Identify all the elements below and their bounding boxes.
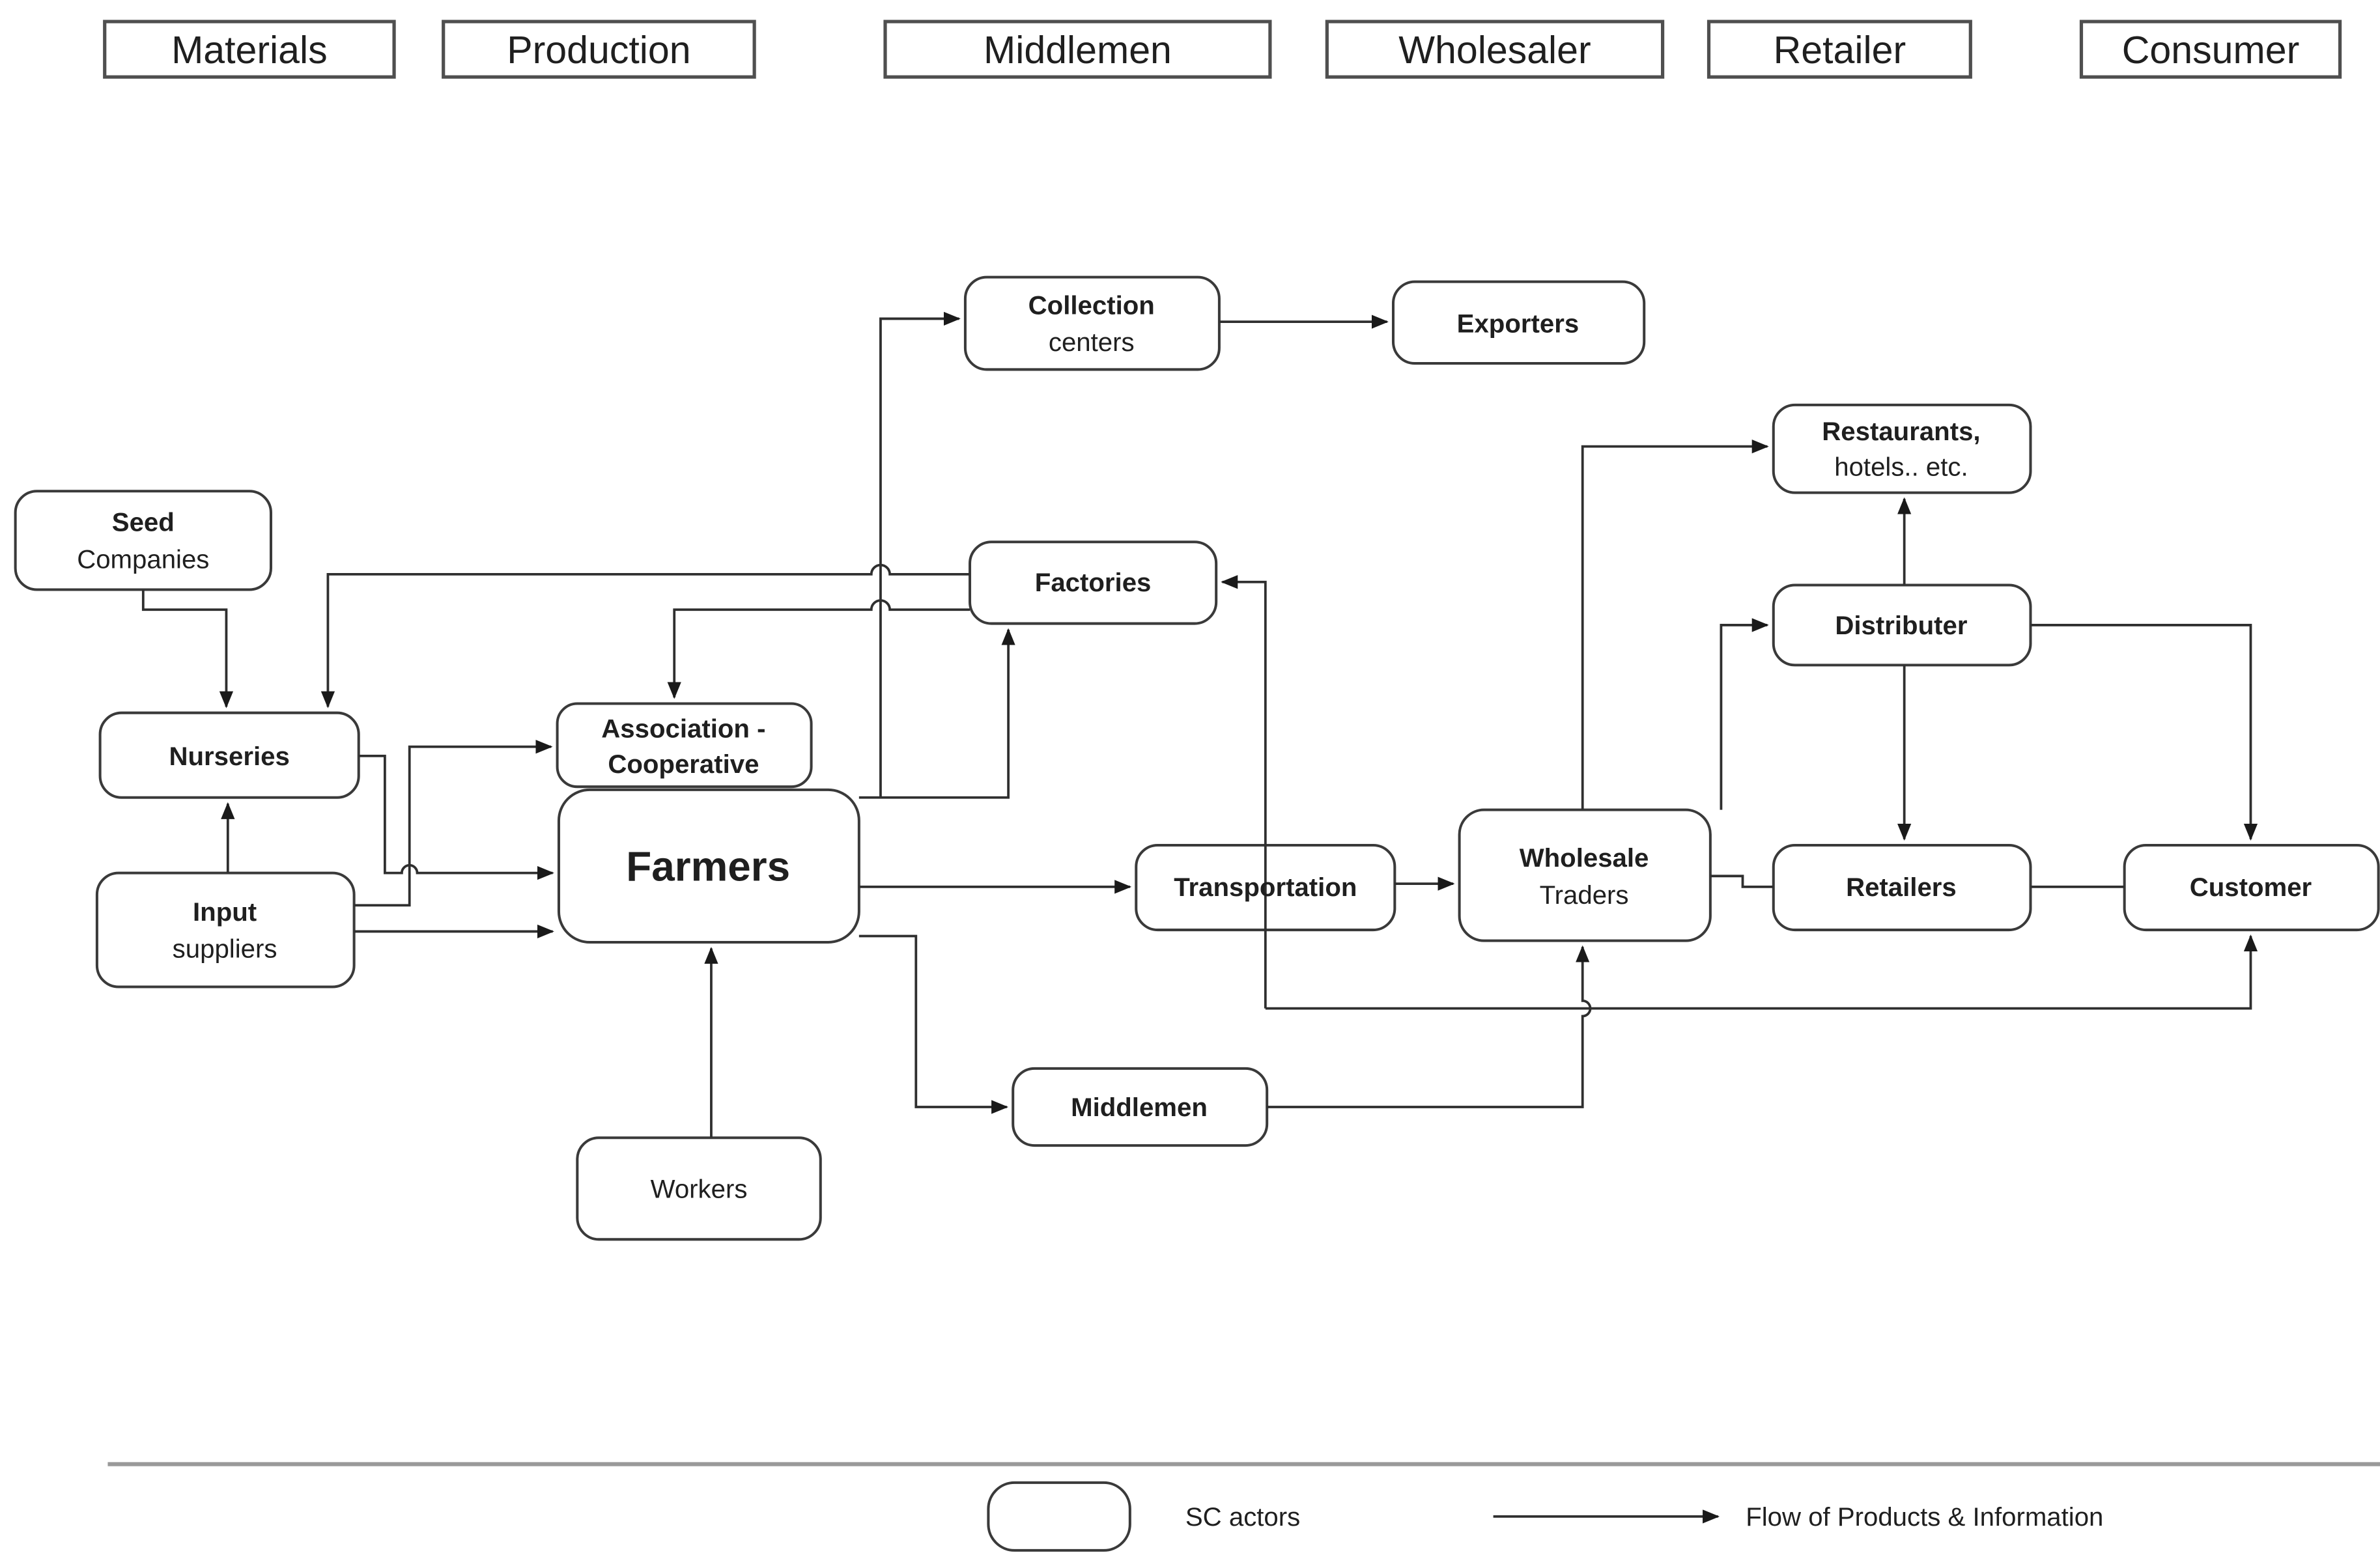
stage-header-middlemen: Middlemen bbox=[883, 20, 1272, 79]
edge-input-to-association bbox=[354, 740, 553, 907]
edge-farmers-to-factories bbox=[858, 628, 1015, 799]
association-label-1: Association - bbox=[601, 714, 765, 744]
stage-header-consumer: Consumer bbox=[2079, 20, 2342, 79]
node-labels: Seed Companies Nurseries Input suppliers… bbox=[77, 290, 2312, 1203]
flow-edges bbox=[141, 311, 2258, 1138]
exporters-label: Exporters bbox=[1457, 309, 1580, 339]
stage-header-production-label: Production bbox=[507, 29, 690, 72]
edge-farmers-to-collection bbox=[879, 311, 961, 798]
distributer-label: Distributer bbox=[1835, 611, 1967, 640]
edge-wholesale-to-distributer bbox=[1720, 618, 1769, 810]
middlemen-label: Middlemen bbox=[1071, 1093, 1208, 1122]
stage-header-materials-label: Materials bbox=[171, 29, 328, 72]
node-exporters bbox=[1391, 280, 1646, 365]
edge-factories-to-nurseries bbox=[320, 563, 970, 708]
input-label-2: suppliers bbox=[173, 934, 277, 964]
stage-header-production: Production bbox=[442, 20, 756, 79]
node-association-cooperative bbox=[556, 702, 813, 789]
edge-middlemen-to-wholesale bbox=[1267, 945, 1592, 1108]
collection-label-1: Collection bbox=[1028, 290, 1155, 320]
edge-factories-to-association bbox=[667, 599, 970, 699]
edge-nurseries-to-farmers bbox=[358, 755, 554, 880]
edge-return-to-customer bbox=[1265, 934, 2258, 1010]
customer-label: Customer bbox=[2190, 873, 2312, 902]
input-label-1: Input bbox=[193, 897, 257, 927]
legend-actors-label: SC actors bbox=[1185, 1502, 1300, 1532]
stage-header-middlemen-label: Middlemen bbox=[984, 29, 1172, 72]
stage-header-wholesaler-label: Wholesaler bbox=[1398, 29, 1591, 72]
node-farmers bbox=[557, 788, 860, 944]
stage-header-consumer-label: Consumer bbox=[2122, 29, 2299, 72]
restaurants-label-1: Restaurants, bbox=[1822, 417, 1980, 446]
node-input-suppliers bbox=[95, 871, 356, 988]
node-collection-centers bbox=[963, 275, 1221, 371]
edge-wholesale-to-retailers bbox=[1710, 875, 1774, 888]
node-factories bbox=[969, 540, 1218, 625]
node-wholesale-traders bbox=[1458, 808, 1712, 942]
association-label-2: Cooperative bbox=[608, 749, 759, 779]
node-restaurants-hotels bbox=[1772, 403, 2032, 494]
edge-wholesale-to-restaurants bbox=[1581, 440, 1769, 810]
legend-actor-shape bbox=[987, 1481, 1131, 1552]
stage-header-retailer-label: Retailer bbox=[1774, 29, 1906, 72]
stage-header-wholesaler: Wholesaler bbox=[1325, 20, 1665, 79]
workers-label: Workers bbox=[651, 1174, 748, 1203]
edge-farmers-to-middlemen bbox=[858, 934, 1009, 1114]
retailers-label: Retailers bbox=[1846, 873, 1957, 902]
edge-seed-to-nurseries bbox=[141, 589, 234, 708]
farmers-label: Farmers bbox=[626, 843, 790, 890]
wholesale-label-2: Traders bbox=[1540, 880, 1629, 910]
stage-header-materials: Materials bbox=[103, 20, 396, 79]
node-seed-companies bbox=[14, 490, 272, 591]
restaurants-label-2: hotels.. etc. bbox=[1834, 453, 1968, 482]
legend: SC actors Flow of Products & Information bbox=[987, 1481, 2103, 1552]
seed-label-1: Seed bbox=[112, 508, 175, 537]
node-workers bbox=[576, 1136, 822, 1241]
node-boxes bbox=[14, 275, 2380, 1241]
collection-label-2: centers bbox=[1049, 328, 1135, 357]
factories-label: Factories bbox=[1035, 568, 1152, 597]
wholesale-label-1: Wholesale bbox=[1520, 843, 1649, 873]
legend-flow-label: Flow of Products & Information bbox=[1746, 1502, 2103, 1532]
edge-distributer-to-customer bbox=[2030, 624, 2258, 841]
stage-header-retailer: Retailer bbox=[1707, 20, 1972, 79]
edge-return-to-factories bbox=[1221, 575, 1267, 1009]
seed-label-2: Companies bbox=[77, 544, 209, 574]
transportation-label: Transportation bbox=[1174, 873, 1357, 902]
nurseries-label: Nurseries bbox=[169, 742, 290, 771]
